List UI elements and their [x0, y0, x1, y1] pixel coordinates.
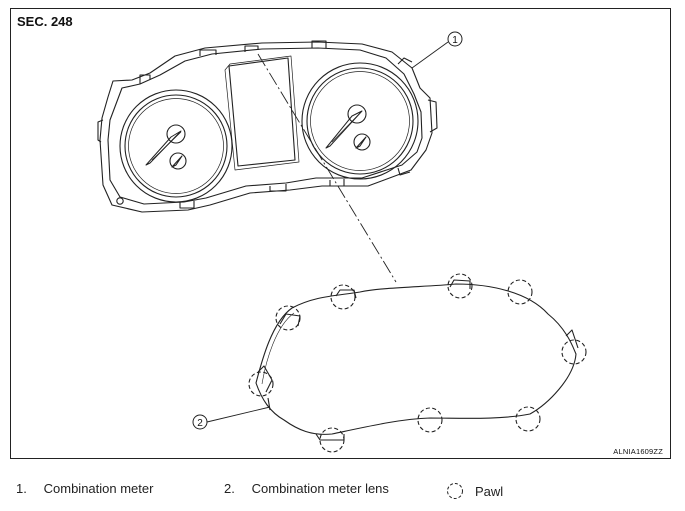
pawl-icon — [507, 279, 533, 305]
legend-item-number: 2. — [224, 481, 235, 496]
pawl-icon — [275, 305, 301, 331]
pawl-markers — [248, 273, 587, 453]
pawl-icon — [319, 427, 345, 453]
pawl-icon — [561, 339, 587, 365]
pawl-icon — [330, 284, 356, 310]
dashed-circle-icon — [447, 483, 463, 499]
combination-meter — [97, 40, 438, 213]
pawl-icon — [447, 273, 473, 299]
callout-1-number: 1 — [452, 35, 458, 46]
legend-item-label: Combination meter lens — [251, 481, 389, 496]
figure-code: ALNIA1609ZZ — [613, 447, 663, 456]
pawl-icon — [417, 407, 443, 433]
legend-item-label: Combination meter — [43, 481, 154, 496]
callout-1-leader — [411, 41, 449, 69]
callout-2-leader — [206, 406, 271, 423]
combination-meter-lens — [255, 279, 579, 441]
callout-2-circle — [192, 414, 208, 430]
figure-frame — [10, 8, 671, 459]
alignment-line — [257, 53, 397, 283]
callout-2-number: 2 — [197, 418, 203, 429]
legend-pawl: Pawl — [445, 481, 503, 501]
legend-item-2: 2. Combination meter lens — [224, 481, 389, 496]
legend-pawl-label: Pawl — [475, 483, 504, 499]
pawl-icon — [248, 371, 274, 397]
section-label: SEC. 248 — [17, 14, 73, 29]
pawl-icon — [515, 406, 541, 432]
legend-item-number: 1. — [16, 481, 27, 496]
callout-1-circle — [447, 31, 463, 47]
legend-item-1: 1. Combination meter — [16, 481, 153, 496]
